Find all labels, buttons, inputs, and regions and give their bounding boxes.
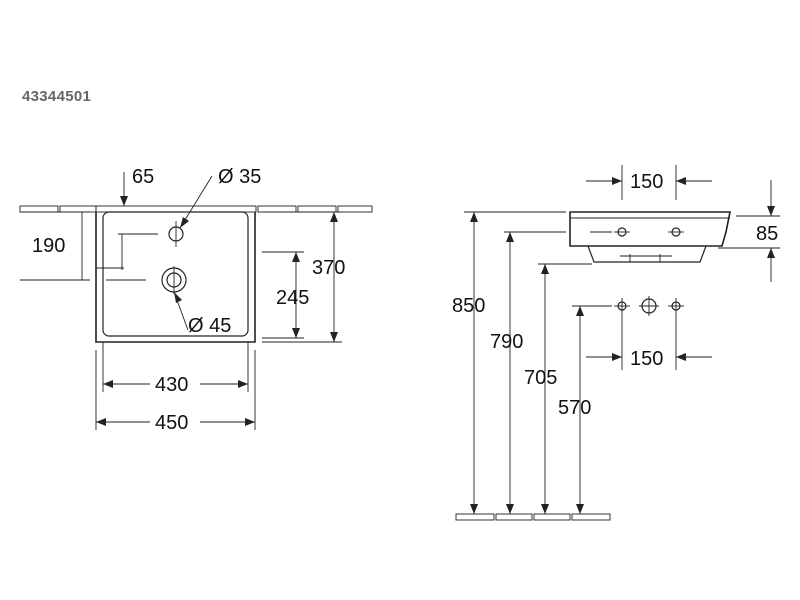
wall-tap-center <box>639 296 659 316</box>
basin-outline <box>95 212 256 343</box>
dim-height-570: 570 <box>558 397 591 419</box>
dim-tap-spacing-top: 150 <box>630 171 663 193</box>
dim-tap-spacing-wall: 150 <box>630 348 663 370</box>
wall-tap-right <box>668 298 684 314</box>
dim-tap-hole-diameter: Ø 35 <box>218 166 261 188</box>
bowl-inner-edge <box>102 342 249 350</box>
floor-line <box>455 513 611 521</box>
tap-hole-left <box>614 227 630 237</box>
dim-width-inner: 430 <box>155 374 188 396</box>
dim-tap-offset: 65 <box>132 166 154 188</box>
basin-profile <box>569 211 731 247</box>
basin-underside <box>587 245 707 263</box>
dim-height-705: 705 <box>524 367 557 389</box>
dim-bowl-depth: 245 <box>276 287 309 309</box>
dim-drain-diameter: Ø 45 <box>188 315 231 337</box>
dim-rim-height: 85 <box>756 223 778 245</box>
side-view: 150 85 150 <box>452 165 780 521</box>
dim-depth-overall: 370 <box>312 257 345 279</box>
tap-hole-right <box>668 227 684 237</box>
dim-height-790: 790 <box>490 331 523 353</box>
top-view: 65 Ø 35 190 245 370 Ø 45 <box>19 166 373 434</box>
bowl-outline <box>102 211 249 337</box>
wall-tap-left <box>614 298 630 314</box>
dim-width-overall: 450 <box>155 412 188 434</box>
dim-overflow-height: 190 <box>32 235 65 257</box>
wall-line <box>19 205 373 213</box>
dim-height-850: 850 <box>452 295 485 317</box>
product-code: 43344501 <box>22 88 92 105</box>
